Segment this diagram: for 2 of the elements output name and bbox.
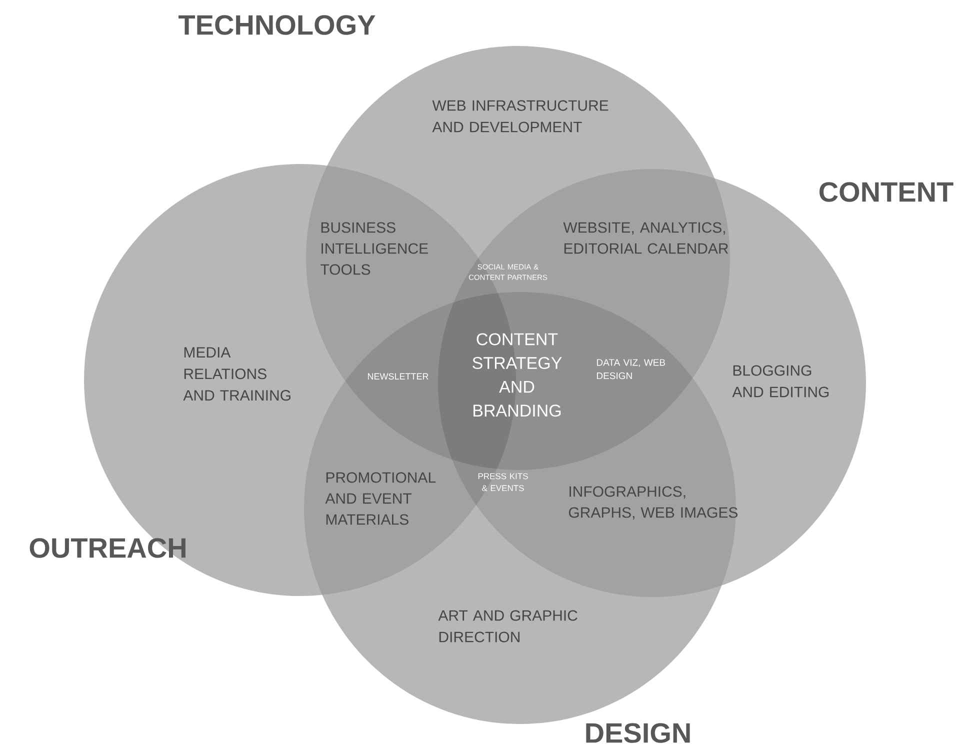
circle-heading: TECHNOLOGY bbox=[178, 15, 376, 35]
circle-heading: DESIGN bbox=[586, 723, 690, 743]
